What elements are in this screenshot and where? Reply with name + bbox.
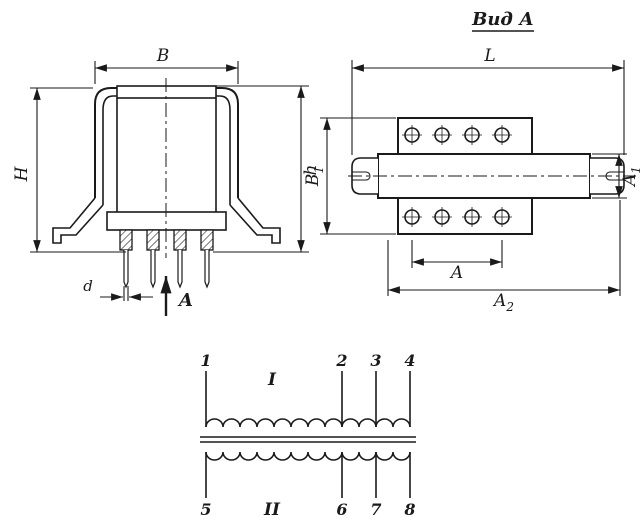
terminal-2: 2 (335, 351, 347, 370)
dim-label-H: H (12, 165, 32, 182)
terminal-4: 4 (404, 351, 415, 370)
dimension-B1: B1 (303, 117, 396, 235)
dim-label-B1: B1 (303, 166, 326, 187)
view-direction-label: A (177, 290, 193, 311)
mounting-bracket-right (229, 197, 281, 244)
dim-label-L: L (483, 46, 495, 66)
view-direction-arrow: A (160, 276, 193, 316)
dimension-A: A (411, 240, 503, 283)
top-view: Вид А L (303, 9, 640, 314)
dimension-A1: A1 (592, 153, 640, 199)
terminal-1: 1 (200, 351, 211, 370)
front-view: B H h d A (12, 46, 321, 316)
dim-label-A1: A1 (620, 166, 640, 188)
mounting-lug-left-slot (352, 171, 371, 181)
dimension-H: H (12, 87, 126, 253)
terminal-8: 8 (403, 500, 415, 519)
dim-label-A2: A2 (492, 291, 514, 314)
terminal-3: 3 (370, 351, 381, 370)
dimension-L: L (351, 46, 625, 155)
terminal-6: 6 (336, 500, 347, 519)
dimension-B: B (94, 46, 239, 84)
dimension-d: d (83, 277, 153, 301)
view-title: Вид А (471, 9, 534, 30)
winding-secondary-label: II (263, 500, 281, 520)
dim-label-h: h (301, 165, 321, 176)
dim-label-A: A (449, 263, 463, 283)
dimension-h: h (213, 85, 321, 253)
secondary-winding-coil (205, 451, 411, 461)
terminal-7: 7 (370, 500, 381, 519)
dim-label-d: d (83, 277, 93, 295)
terminal-5: 5 (200, 500, 211, 519)
mounting-bracket-left (52, 197, 104, 244)
dimension-A2: A2 (387, 200, 621, 314)
winding-primary-label: I (267, 370, 277, 390)
winding-schematic: 1 2 3 4 I 5 6 7 8 II (200, 351, 416, 520)
dim-label-B: B (156, 46, 170, 66)
primary-winding-coil (205, 418, 411, 428)
